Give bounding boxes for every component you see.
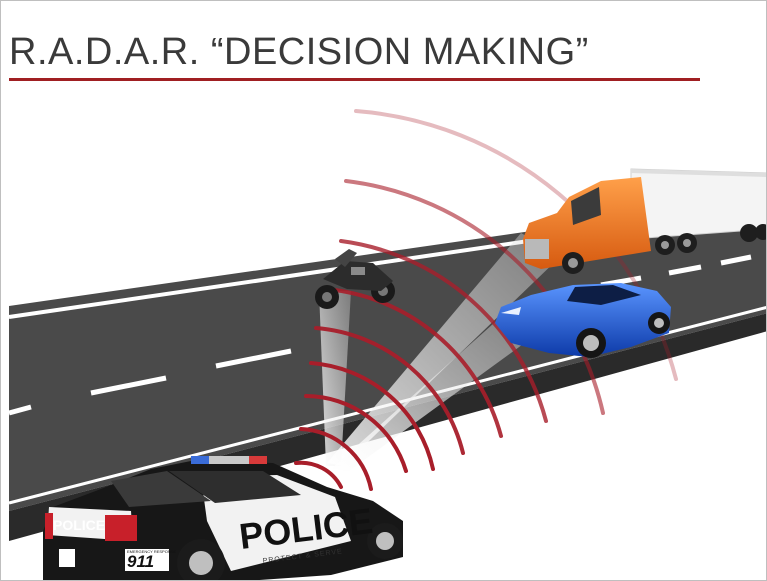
police-badge-number: 911 (127, 552, 154, 571)
police-rear-text: POLICE (53, 517, 105, 533)
police-badge-caption: EMERGENCY RESPONSE (127, 549, 176, 554)
